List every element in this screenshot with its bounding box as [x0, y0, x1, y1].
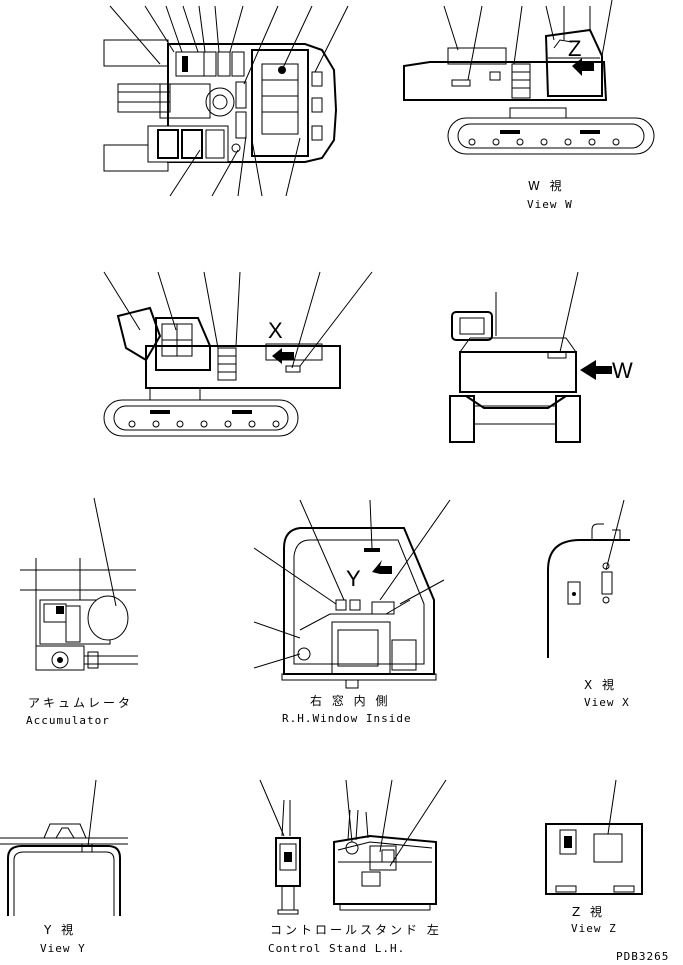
window-title-en: R.H.Window Inside — [282, 712, 412, 725]
accumulator-drawing — [20, 497, 138, 671]
window-title-jp: 右 窓 内 側 — [310, 693, 390, 708]
view-w-arrow-letter: W — [612, 358, 633, 383]
view-x-marker: X — [268, 318, 283, 343]
left-side-view-drawing — [103, 271, 373, 437]
rh-window-drawing — [253, 499, 451, 689]
view-z-drawing — [545, 779, 643, 895]
control-stand-drawing — [259, 779, 447, 915]
view-y-drawing — [0, 779, 128, 916]
control-stand-title-jp: コントロールスタンド 左 — [270, 922, 442, 937]
drawing-code: PDB3265 — [616, 950, 669, 963]
view-x-title-en: View X — [584, 696, 630, 709]
accumulator-title-en: Accumulator — [26, 714, 110, 727]
view-z-title-en: View Z — [571, 922, 617, 935]
view-y-title-jp: Y 視 — [43, 922, 76, 937]
view-w-title-jp: W 視 — [528, 178, 565, 193]
view-z-title-jp: Z 視 — [572, 904, 605, 919]
view-x-title-jp: X 視 — [584, 677, 617, 692]
top-view-drawing — [103, 5, 349, 197]
side-view-w-drawing — [403, 0, 655, 155]
view-y-marker: Y — [346, 566, 361, 591]
accumulator-title-jp: アキュムレータ — [28, 696, 133, 710]
rear-view-drawing — [449, 271, 612, 443]
view-z-marker: Z — [568, 36, 581, 61]
view-x-drawing — [547, 499, 630, 658]
control-stand-title-en: Control Stand L.H. — [268, 942, 405, 955]
view-y-title-en: View Y — [40, 942, 86, 955]
view-w-title-en: View W — [527, 198, 573, 211]
